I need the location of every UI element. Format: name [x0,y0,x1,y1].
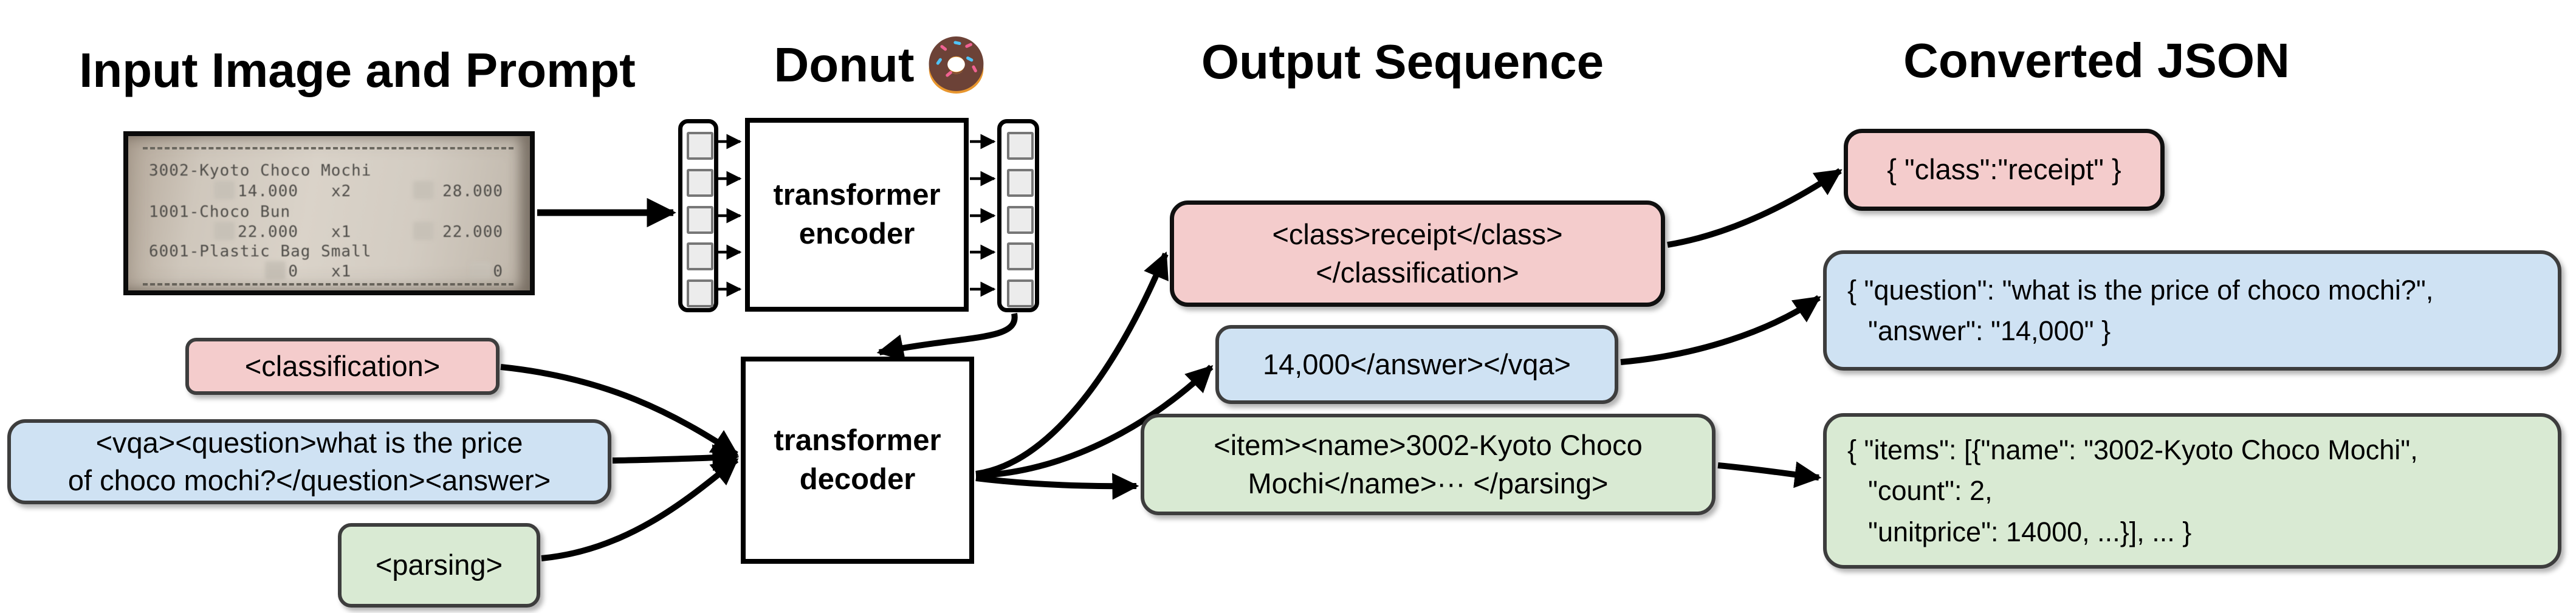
decoder-label-line2: decoder [799,462,916,496]
title-input-label: Input Image and Prompt [79,43,636,97]
arrow-classification-output-to-json [1667,168,1843,248]
output-classification-line1: <class>receipt</class> [1272,218,1563,251]
receipt-item-name: 6001-Plastic Bag Small [128,242,530,261]
receipt-item-2-unit-price: 22.000 [238,223,298,241]
json-parsing-line3: "unitprice": 14000, ...}], ... } [1868,516,2192,547]
arrow-encoder-to-decoder [876,313,1018,361]
output-classification-line2: </classification> [1316,256,1519,289]
output-parsing-line1: <item><name>3002-Kyoto Choco [1214,429,1643,462]
patch-token [687,206,713,234]
prompt-parsing-text: <parsing> [375,549,503,581]
title-donut: Donut [774,35,986,95]
encoder-label-line1: transformer [773,178,941,211]
title-output-label: Output Sequence [1201,35,1604,89]
prompt-vqa-line2: of choco mochi?</question><answer> [67,464,551,496]
receipt-input-image: 3002-Kyoto Choco Mochi 14.000 x2 28.000 … [123,131,535,295]
output-vqa-text: 14,000</answer></vqa> [1263,348,1571,380]
patch-token [1007,132,1034,160]
receipt-item-3-amount: 0 [493,262,503,281]
patch-token [687,132,713,160]
receipt-item-3-unit-price: 0 [288,262,298,281]
receipt-redaction-blur [214,222,235,240]
receipt-item-1-amount: 28.000 [442,182,503,200]
output-classification-box: <class>receipt</class> </classification> [1170,200,1665,307]
patch-token [1007,206,1034,234]
prompt-vqa-line1: <vqa><question>what is the price [95,426,523,459]
json-parsing-line1: { "items": [{"name": "3002-Kyoto Choco M… [1847,434,2418,465]
receipt-item-amounts: 0 x1 0 [128,261,530,281]
patch-token [687,242,713,270]
receipt-redaction-blur [470,261,490,279]
arrow-vqa-output-to-json [1620,295,1821,365]
title-input-image-and-prompt: Input Image and Prompt [79,43,636,98]
receipt-item-1-unit-price: 14.000 [238,182,298,200]
receipt-item-3-name: 6001-Plastic Bag Small [149,242,372,261]
arrow-parsing-output-to-json [1717,461,1822,488]
donut-emoji-icon [929,36,984,94]
prompt-parsing-box: <parsing> [338,523,540,608]
arrow-decoder-to-parsing-output [975,473,1139,500]
patch-token-column-input [678,119,718,312]
transformer-encoder-block: transformer encoder [745,118,969,312]
json-parsing-line2: "count": 2, [1868,475,1993,507]
receipt-redaction-blur [265,261,286,279]
receipt-item-amounts: 14.000 x2 28.000 [128,181,530,200]
json-vqa-line1: { "question": "what is the price of choc… [1847,274,2434,306]
output-parsing-line2: Mochi</name>··· </parsing> [1248,467,1609,499]
title-donut-label: Donut [774,38,915,92]
arrow-classification-prompt-to-decoder [500,364,739,457]
output-vqa-box: 14,000</answer></vqa> [1215,325,1618,404]
receipt-item-2-amount: 22.000 [442,223,503,241]
receipt-divider-top [143,147,513,149]
receipt-redaction-blur [413,222,434,240]
prompt-classification-text: <classification> [244,349,441,382]
json-vqa-line2: "answer": "14,000" } [1868,315,2111,346]
receipt-item-2-qty: x1 [331,223,352,241]
patch-token [1007,169,1034,197]
receipt-item-3-qty: x1 [331,262,352,281]
receipt-item-amounts: 22.000 x1 22.000 [128,222,530,241]
title-output-sequence: Output Sequence [1201,34,1604,90]
receipt-item-2-name: 1001-Choco Bun [149,203,291,221]
receipt-item-name: 1001-Choco Bun [128,203,530,221]
patch-token [1007,242,1034,270]
arrow-parsing-prompt-to-decoder [541,457,739,561]
receipt-divider-bottom [143,283,513,286]
patch-token-column-output [997,119,1039,312]
output-parsing-box: <item><name>3002-Kyoto Choco Mochi</name… [1141,414,1716,515]
receipt-redaction-blur [413,181,434,199]
patch-token [687,279,713,307]
patch-token [687,169,713,197]
arrows-encoder-to-right-tokens [970,134,996,297]
decoder-label-line1: transformer [774,423,941,457]
encoder-label-line2: encoder [799,217,915,250]
prompt-classification-box: <classification> [185,338,500,395]
title-json-label: Converted JSON [1903,33,2290,87]
json-classification-box: { "class":"receipt" } [1844,129,2165,211]
receipt-redaction-blur [214,181,235,199]
json-parsing-box: { "items": [{"name": "3002-Kyoto Choco M… [1823,413,2561,569]
arrows-left-tokens-to-encoder [715,134,742,297]
prompt-vqa-box: <vqa><question>what is the price of choc… [7,419,611,504]
receipt-item-name: 3002-Kyoto Choco Mochi [128,162,530,180]
receipt-item-1-qty: x2 [331,182,352,200]
receipt-photo-shading [128,136,530,290]
arrow-decoder-to-classification-output [975,251,1169,477]
json-vqa-box: { "question": "what is the price of choc… [1823,250,2561,371]
json-classification-text: { "class":"receipt" } [1887,153,2121,186]
arrow-decoder-to-vqa-output [975,365,1214,479]
patch-token [1007,279,1034,307]
arrow-vqa-prompt-to-decoder [612,444,740,471]
transformer-decoder-block: transformer decoder [741,357,974,564]
receipt-item-1-name: 3002-Kyoto Choco Mochi [149,162,372,180]
title-converted-json: Converted JSON [1903,33,2290,89]
